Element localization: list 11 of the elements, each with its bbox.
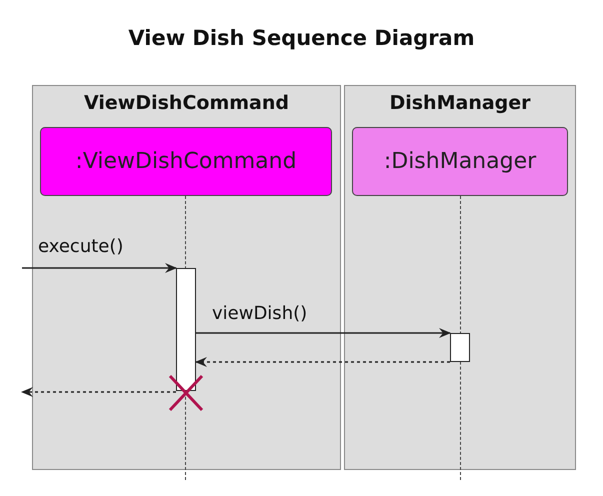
lane-heading: ViewDishCommand xyxy=(83,92,290,114)
diagram-title: View Dish Sequence Diagram xyxy=(127,26,476,50)
activation-bar xyxy=(176,268,196,391)
activation-bar xyxy=(450,333,470,362)
participant-box: :ViewDishCommand xyxy=(40,127,332,196)
return-arrow xyxy=(21,387,176,397)
participant-box: :DishManager xyxy=(352,127,568,196)
message-arrow xyxy=(22,263,177,273)
lane-heading: DishManager xyxy=(388,92,532,114)
return-arrow xyxy=(195,357,450,367)
message-arrow xyxy=(196,328,451,338)
